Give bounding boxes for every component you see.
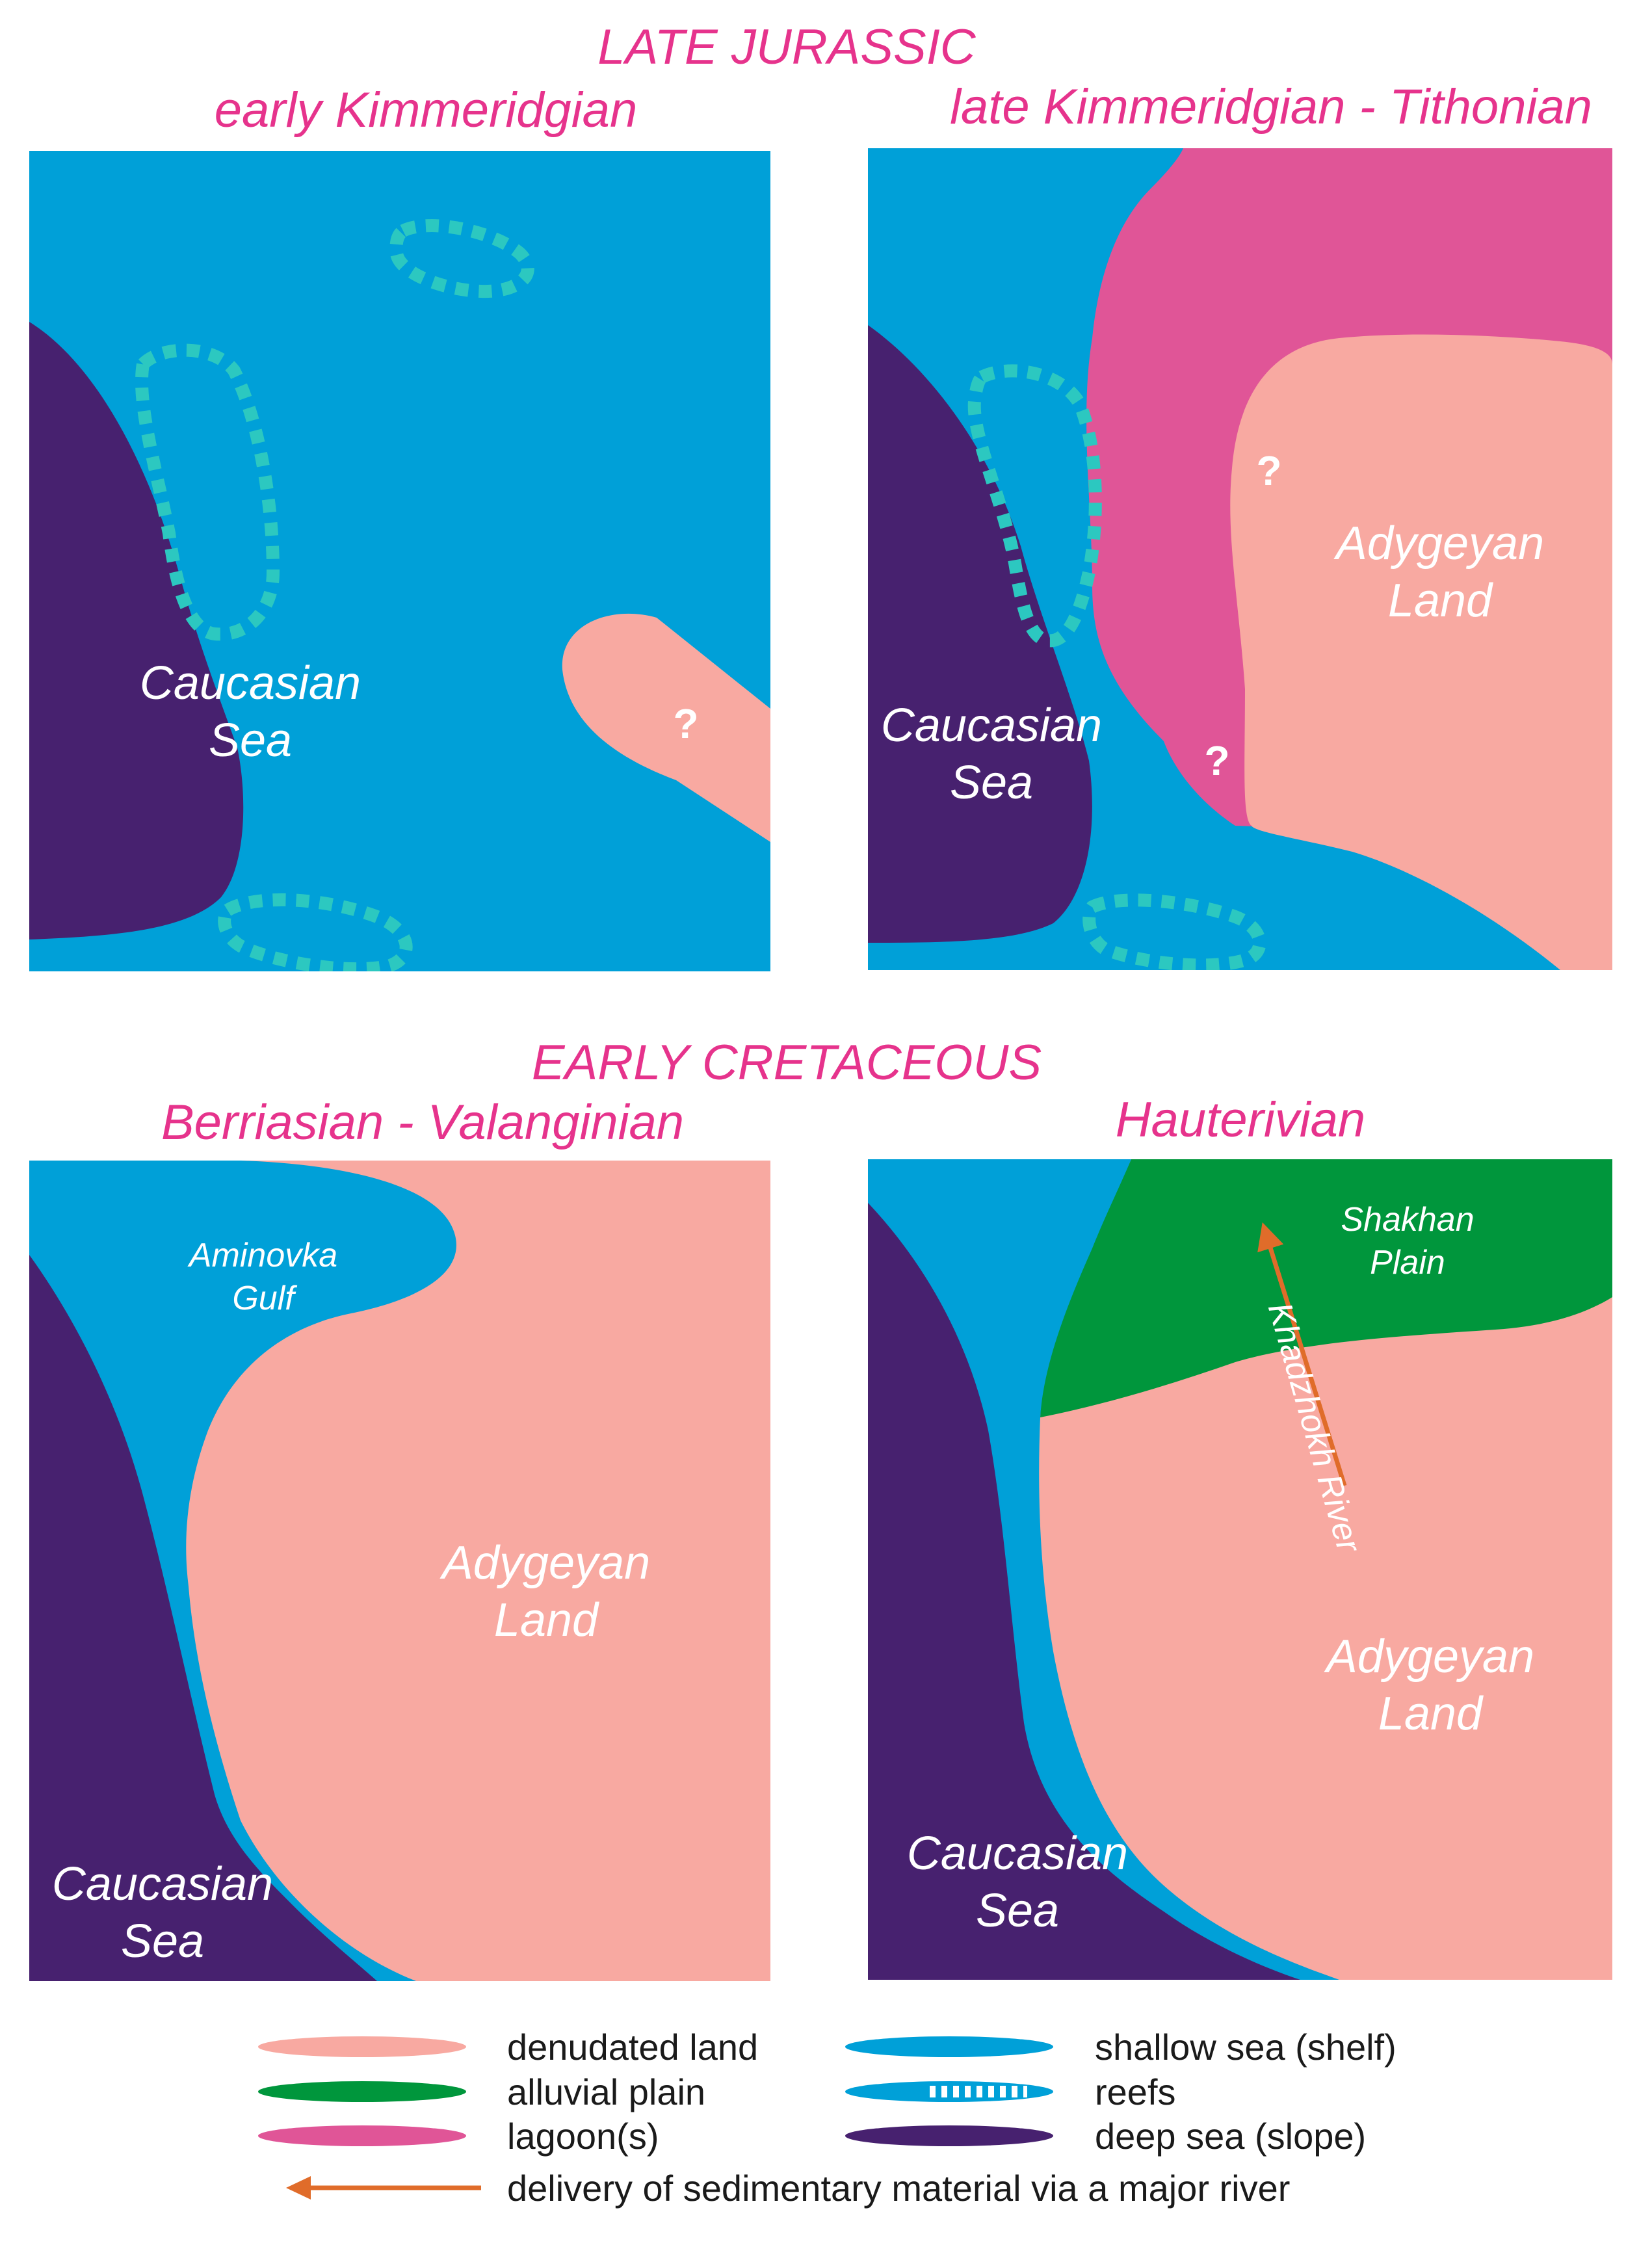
panel2-map <box>868 148 1612 970</box>
legend-swatch-river-arrow <box>286 2176 481 2200</box>
legend-label-reefs: reefs <box>1095 2071 1176 2112</box>
panel2-question-mark-upper: ? <box>1256 447 1281 494</box>
legend-label-river-delivery: delivery of sedimentary material via a m… <box>507 2168 1290 2209</box>
panel1-reef-south <box>218 893 413 971</box>
legend-label-shallow-sea: shallow sea (shelf) <box>1095 2027 1396 2068</box>
panel2-reef-south <box>1082 893 1266 970</box>
panel2-reef-west <box>967 364 1102 648</box>
panel4-map <box>868 1159 1612 1980</box>
legend-swatch-shallow-sea <box>845 2036 1053 2057</box>
panel1-reefs <box>135 219 534 971</box>
panel2-deep-sea <box>868 325 1092 943</box>
panel2-title: late Kimmeridgian - Tithonian <box>950 79 1592 135</box>
legend-label-lagoons: lagoon(s) <box>507 2116 659 2157</box>
panel4-alluvial-plain <box>1040 1159 1612 1417</box>
panel2-reefs <box>967 364 1266 970</box>
panel2-land <box>1230 334 1612 970</box>
panel1-title: early Kimmeridgian <box>215 83 637 138</box>
panel3-map <box>29 1161 770 1981</box>
heading-late-jurassic: LATE JURASSIC <box>597 20 977 75</box>
panel3-deep-sea <box>29 1255 377 1981</box>
panel1-reef-west <box>135 343 280 641</box>
panel1-deep-sea <box>29 322 244 940</box>
panel4-deep-sea <box>868 1203 1300 1980</box>
legend-swatch-alluvial-plain <box>258 2081 466 2102</box>
legend-label-deep-sea: deep sea (slope) <box>1095 2116 1366 2157</box>
legend-swatch-reefs <box>845 2081 1053 2102</box>
panel1-question-mark: ? <box>673 700 698 747</box>
heading-early-cretaceous: EARLY CRETACEOUS <box>532 1035 1042 1090</box>
panel2-question-mark-lower: ? <box>1204 737 1229 784</box>
legend-label-alluvial-plain: alluvial plain <box>507 2071 705 2112</box>
panel3-title: Berriasian - Valanginian <box>161 1095 684 1150</box>
panel1-map <box>29 151 770 971</box>
panel4-title: Hauterivian <box>1116 1092 1365 1148</box>
legend-swatch-denudated-land <box>258 2036 466 2057</box>
khadzhokh-river-arrow <box>1257 1222 1347 1487</box>
panel1-land <box>562 613 770 842</box>
legend-swatch-deep-sea <box>845 2125 1053 2146</box>
legend-swatch-lagoons <box>258 2125 466 2146</box>
legend-label-denudated-land: denudated land <box>507 2027 758 2068</box>
legend: denudated land alluvial plain lagoon(s) … <box>258 2027 1396 2209</box>
